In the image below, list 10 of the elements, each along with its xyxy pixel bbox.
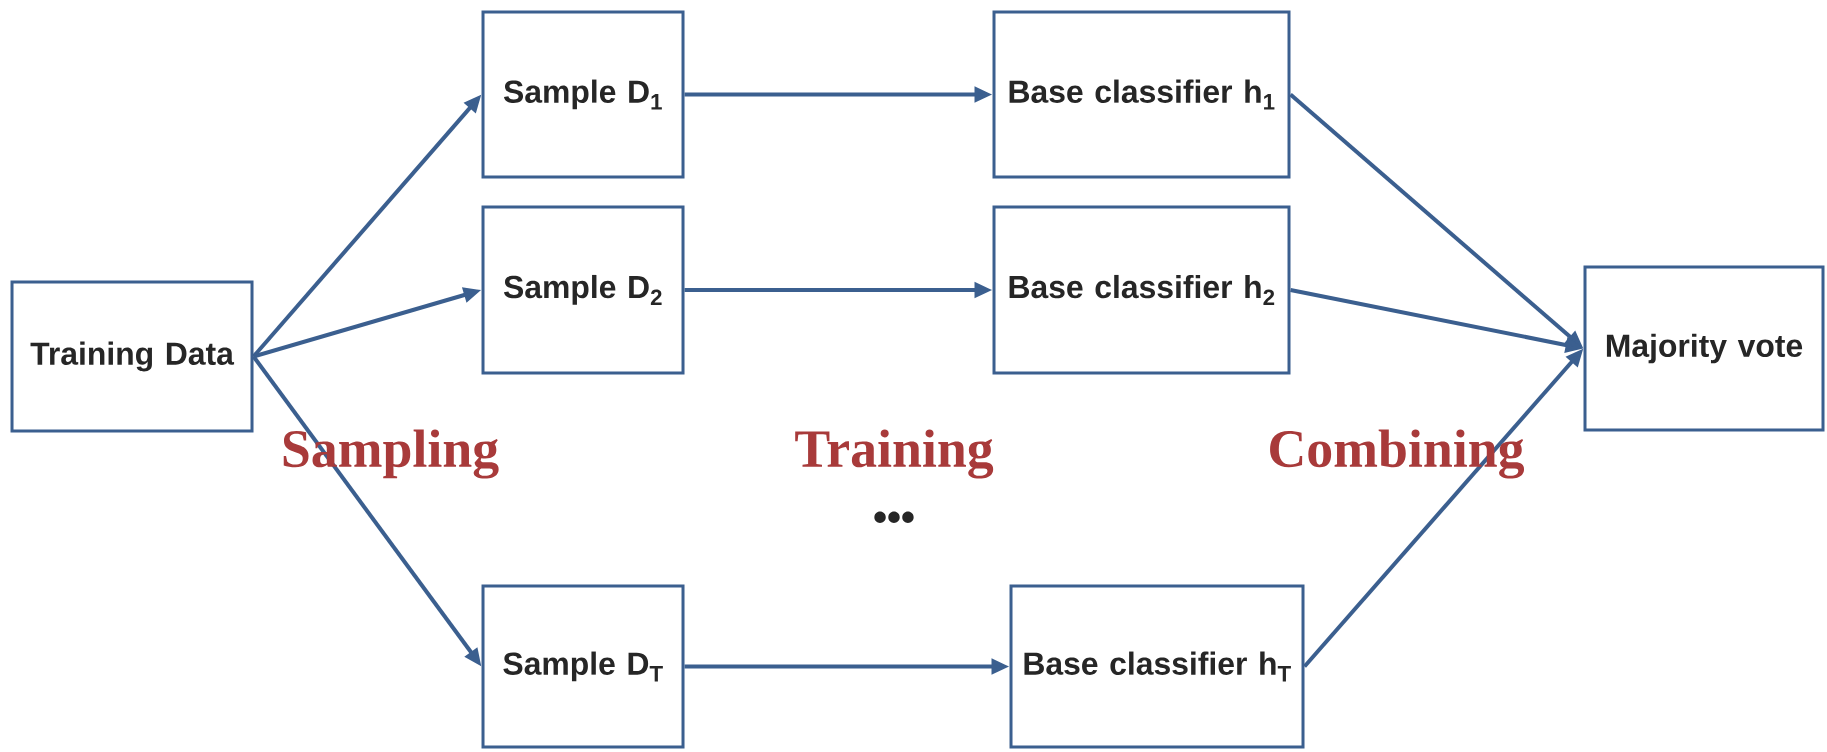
process-box: Base classifier h$_{2}$ [992,205,1291,375]
ellipsis: ••• [874,511,914,523]
process-box: Sample D$_{T}$ [481,584,685,749]
stage-label: Training [795,429,994,479]
process-box: Majority vote [1583,265,1825,432]
process-box: Base classifier h$_{1}$ [992,10,1291,179]
process-box: Sample D$_{1}$ [481,10,685,179]
process-box: Sample D$_{2}$ [481,205,685,375]
process-box: Base classifier h$_{T}$ [1009,584,1305,749]
process-box: Training Data [10,280,254,433]
